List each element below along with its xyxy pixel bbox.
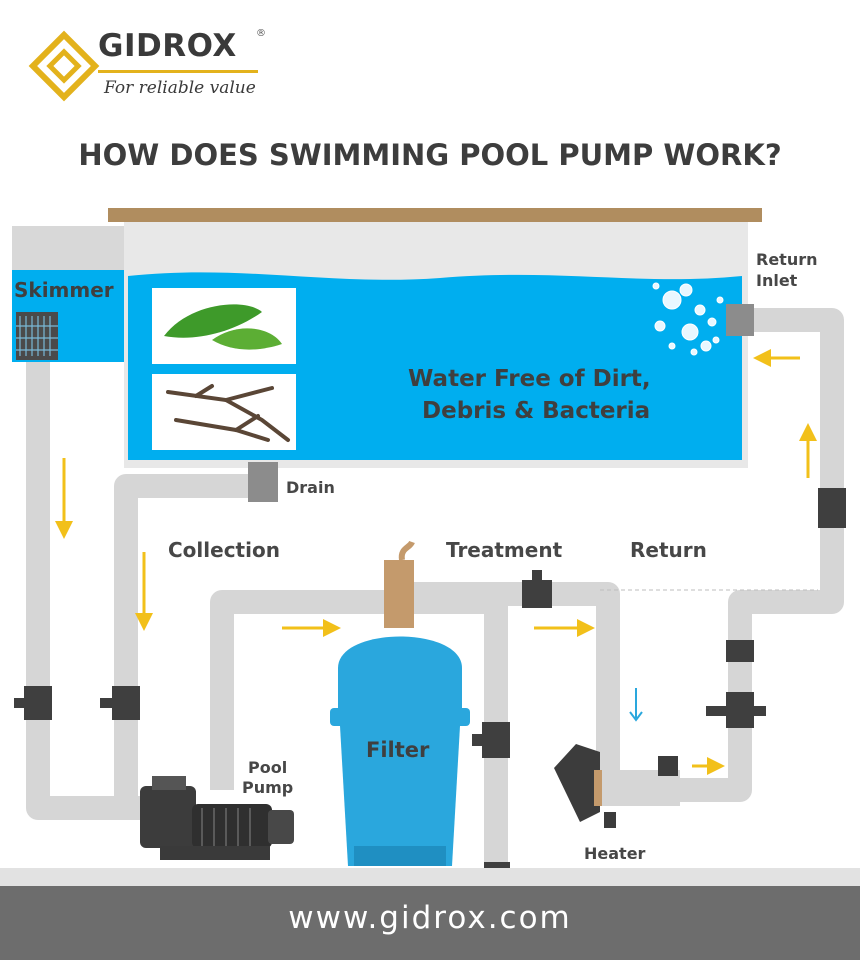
skimmer-label: Skimmer — [14, 278, 114, 302]
skimmer-basket — [16, 312, 58, 360]
ground-strip — [0, 868, 860, 888]
heater-icon — [554, 744, 680, 828]
bypass-valve — [482, 722, 510, 758]
leaf-icon — [164, 304, 282, 350]
brand-name: GIDROX — [98, 28, 237, 64]
pump-to-filter-pipe — [210, 590, 392, 790]
brand-tagline: For reliable value — [104, 78, 256, 98]
pump-icon — [140, 776, 294, 860]
return-union-top — [818, 488, 846, 528]
bubbles-icon — [652, 282, 724, 356]
pool-deck — [108, 208, 762, 222]
filter-tank — [330, 540, 470, 866]
water-caption-line1: Water Free of Dirt, — [408, 366, 651, 392]
return-inlet-label-line1: Return — [756, 250, 818, 269]
footer-bar — [0, 886, 860, 960]
gidrox-logo-icon — [28, 30, 100, 102]
skimmer-valve — [24, 686, 52, 720]
heater-to-return-pipe — [602, 308, 844, 802]
water-caption-line2: Debris & Bacteria — [422, 398, 651, 424]
page-title: HOW DOES SWIMMING POOL PUMP WORK? — [78, 138, 782, 172]
return-inlet-fitting — [726, 304, 754, 336]
filter-to-heater-pipe — [402, 582, 620, 780]
return-inlet-label-line2: Inlet — [756, 271, 798, 290]
treatment-valve — [522, 580, 552, 608]
skimmer-pipe — [26, 362, 150, 820]
pool-pump-label-line2: Pump — [242, 778, 294, 797]
skimmer-housing — [12, 226, 132, 270]
registered-mark: ® — [256, 28, 266, 39]
drain-valve — [112, 686, 140, 720]
treatment-label: Treatment — [446, 538, 563, 562]
twig-icon — [166, 384, 290, 442]
brand-rule — [98, 70, 258, 73]
drain-label: Drain — [286, 478, 335, 497]
return-label: Return — [630, 538, 707, 562]
collection-label: Collection — [168, 538, 280, 562]
pool-pump-label-line1: Pool — [248, 758, 288, 777]
filter-label: Filter — [366, 738, 430, 762]
drain-fitting — [248, 462, 278, 502]
return-union-mid — [726, 640, 754, 662]
heater-label: Heater — [584, 844, 646, 863]
footer-url-link[interactable]: www.gidrox.com — [288, 900, 572, 936]
